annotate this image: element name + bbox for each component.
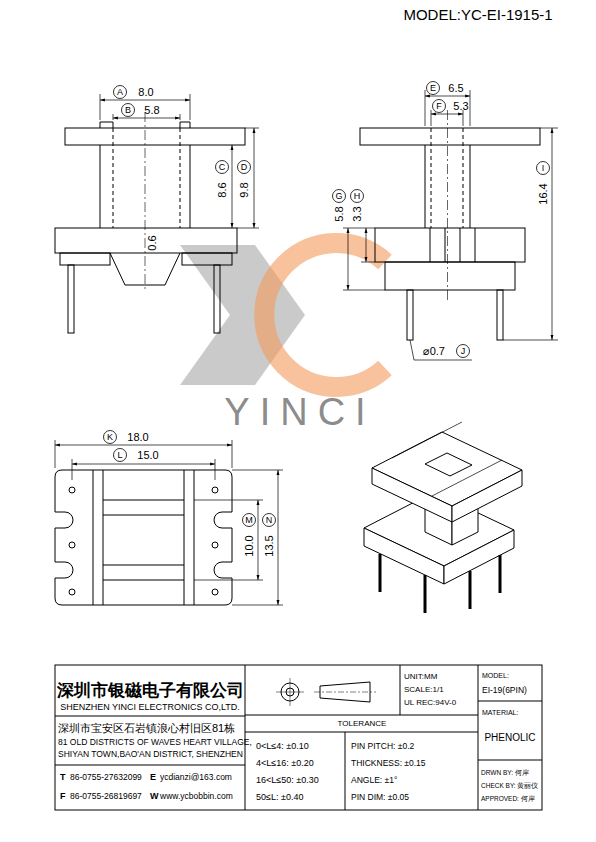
dimension-letter: C <box>219 163 226 172</box>
tolerance-cell: 50≤L: ±0.40 <box>256 793 303 802</box>
dimension-value: ⌀0.7 <box>423 346 445 357</box>
dimension-value: 9.8 <box>239 182 250 197</box>
watermark-text: YINCI <box>224 393 375 431</box>
address-cn: 深圳市宝安区石岩镇浪心村旧区81栋 <box>58 723 235 734</box>
letter-circle <box>243 514 256 527</box>
letter-circle <box>238 161 251 174</box>
contact-key: W <box>150 792 159 801</box>
address-en: SHIYAN TOWN,BAO'AN DISTRICT, SHENZHEN <box>58 750 243 759</box>
dimension-letter: F <box>436 102 442 111</box>
title-block <box>55 665 542 810</box>
approval-field: CHECK BY: 黄丽仪 <box>481 783 538 790</box>
dimension-value: 6.5 <box>448 83 463 94</box>
tolerance-cell: ANGLE: ±1° <box>351 776 397 785</box>
letter-circle <box>457 345 470 358</box>
tolerance-cell: 4<L≤16: ±0.20 <box>256 759 314 768</box>
drawing-info: UNIT:MM <box>404 673 437 681</box>
dimension-value: 10.0 <box>244 535 255 556</box>
isometric-view <box>364 422 522 613</box>
contact-key: F <box>60 792 66 801</box>
dimension-letter: G <box>335 192 342 201</box>
dimension-letter: J <box>461 347 466 356</box>
dimension-value: 5.8 <box>144 105 159 116</box>
tolerance-cell: 16<L≤50: ±0.30 <box>256 776 319 785</box>
material-value: PHENOLIC <box>484 733 535 743</box>
letter-circle <box>216 161 229 174</box>
dimension-value: 3.3 <box>352 206 363 221</box>
dimension-value: 18.0 <box>127 432 148 443</box>
company-name-en: SHENZHEN YINCI ELECTRONICS CO,LTD. <box>60 703 240 712</box>
letter-circle <box>104 431 117 444</box>
tolerance-cell: 0<L≤4: ±0.10 <box>256 742 309 751</box>
letter-circles <box>104 82 550 527</box>
table-heading: TOLERANCE <box>338 720 387 728</box>
model-title: MODEL:YC-EI-1915-1 <box>403 7 552 22</box>
letter-circle <box>263 514 276 527</box>
front-view <box>55 112 245 333</box>
dimension-value: 5.3 <box>453 101 468 112</box>
dimension-letter: M <box>245 516 253 525</box>
dimension-value: 13.5 <box>264 535 275 556</box>
dimension-letter: A <box>117 88 123 97</box>
contact-value: 86-0755-26819697 <box>70 792 142 801</box>
dimension-letter: E <box>430 84 436 93</box>
dimension-value: 5.8 <box>334 206 345 221</box>
tolerance-cell: PIN PITCH: ±0.2 <box>351 742 414 751</box>
letter-circle <box>537 162 550 175</box>
approval-field: DRWN BY: 何岸 <box>481 770 529 777</box>
letter-circle <box>427 82 440 95</box>
address-en: 81 OLD DISTRICTS OF WAVES HEART VILLAGE, <box>58 738 252 747</box>
watermark-logo <box>180 243 385 387</box>
dimension-value: 8.0 <box>138 87 153 98</box>
dimension-letter: L <box>117 451 122 460</box>
dimension-value: 15.0 <box>137 450 158 461</box>
approval-field: APPROVED: 何岸 <box>481 796 535 803</box>
contact-value: www.ycbobbin.com <box>160 792 233 801</box>
dimension-value: 0.6 <box>147 234 158 251</box>
contact-value: ycdianzi@163.com <box>160 773 232 782</box>
dimension-value: 16.4 <box>538 183 549 204</box>
drawing-info: SCALE:1/1 <box>404 686 444 694</box>
letter-circle <box>122 104 135 117</box>
contact-key: T <box>60 773 66 782</box>
letter-circle <box>114 449 127 462</box>
letter-circle <box>351 190 364 203</box>
letter-circle <box>333 190 346 203</box>
bottom-view <box>55 470 232 605</box>
contact-value: 86-0755-27632099 <box>70 773 142 782</box>
dimension-letter: B <box>125 106 131 115</box>
dimension-letter: N <box>266 516 273 525</box>
dimension-letter: H <box>354 192 361 201</box>
contact-key: E <box>150 773 156 782</box>
dimension-value: 8.6 <box>217 182 228 197</box>
dimension-lines <box>55 90 558 605</box>
dimension-letter: K <box>107 433 113 442</box>
field-key: MATERIAL: <box>482 709 518 716</box>
drawing-info: UL REC:94V-0 <box>404 699 456 707</box>
letter-circle <box>433 100 446 113</box>
dimension-letter: D <box>241 163 248 172</box>
field-key: MODEL: <box>482 672 509 679</box>
side-view <box>360 110 540 340</box>
company-name-cn: 深圳市银磁电子有限公司 <box>57 682 244 699</box>
model-value: EI-19(6PIN) <box>482 686 527 695</box>
dimension-letter: I <box>542 164 545 173</box>
tolerance-cell: PIN DIM: ±0.05 <box>351 793 409 802</box>
tolerance-cell: THICKNESS: ±0.15 <box>351 759 426 768</box>
letter-circle <box>114 86 127 99</box>
